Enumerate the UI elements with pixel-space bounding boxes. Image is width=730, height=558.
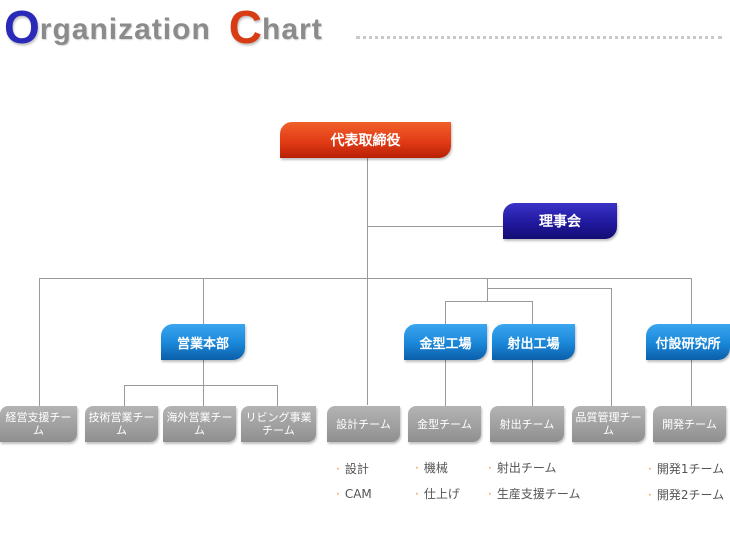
design-sub-item: ·設計 xyxy=(336,462,369,476)
title-word-organization: rganization xyxy=(39,13,211,46)
design-team-box[interactable]: 設計チーム xyxy=(327,406,400,442)
mold-sub-item: ·仕上げ xyxy=(415,487,460,501)
dev-team-box[interactable]: 開発チーム xyxy=(653,406,726,442)
injection-sub-item: ·射出チーム xyxy=(488,461,557,475)
bullet-dot: · xyxy=(488,461,492,475)
dev-sub-item: ·開発1チーム xyxy=(648,462,725,476)
dev-sub-item: ·開発2チーム xyxy=(648,488,725,502)
board-box[interactable]: 理事会 xyxy=(503,203,617,239)
bullet-dot: · xyxy=(336,462,340,476)
bullet-dot: · xyxy=(488,487,492,501)
injection-plant-box[interactable]: 射出工場 xyxy=(492,324,575,360)
overseas-sales-team-box[interactable]: 海外営業チーム xyxy=(163,406,236,442)
mold-team-box[interactable]: 金型チーム xyxy=(408,406,481,442)
research-lab-box[interactable]: 付設研究所 xyxy=(646,324,730,360)
title-word-chart: hart xyxy=(262,13,323,46)
sales-hq-box[interactable]: 営業本部 xyxy=(161,324,245,360)
title-dotted-rule xyxy=(356,36,722,39)
living-team-box[interactable]: リビング事業チーム xyxy=(241,406,316,442)
injection-team-box[interactable]: 射出チーム xyxy=(490,406,564,442)
mold-plant-box[interactable]: 金型工場 xyxy=(404,324,487,360)
title-initial-o: O xyxy=(4,1,40,53)
tech-sales-team-box[interactable]: 技術営業チーム xyxy=(85,406,158,442)
quality-branch-line xyxy=(487,288,612,406)
bullet-dot: · xyxy=(415,461,419,475)
admin-support-team-box[interactable]: 経営支援チーム xyxy=(0,406,77,442)
page-title: O rganization C hart xyxy=(4,0,323,50)
bullet-dot: · xyxy=(648,488,652,502)
bullet-dot: · xyxy=(415,487,419,501)
title-initial-c: C xyxy=(228,1,263,53)
mold-sub-item: ·機械 xyxy=(415,461,448,475)
bullet-dot: · xyxy=(336,487,340,501)
quality-team-box[interactable]: 品質管理チーム xyxy=(572,406,645,442)
design-sub-item: ·CAM xyxy=(336,487,372,501)
bullet-dot: · xyxy=(648,462,652,476)
injection-sub-item: ·生産支援チーム xyxy=(488,487,581,501)
ceo-box[interactable]: 代表取締役 xyxy=(280,122,451,158)
